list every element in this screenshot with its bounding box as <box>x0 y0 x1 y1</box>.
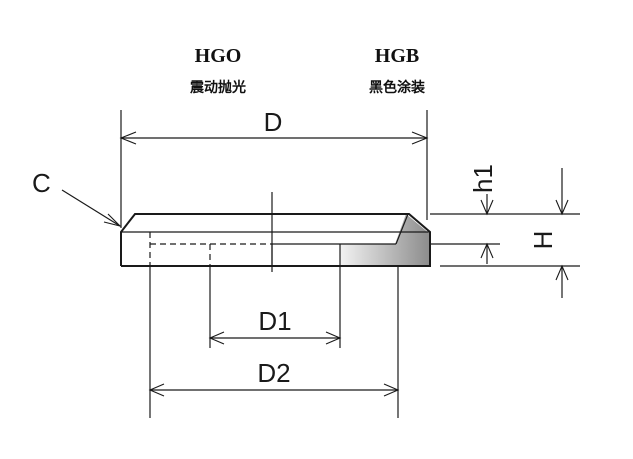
dimension-h1: h1 <box>430 164 580 264</box>
black-coating-area <box>340 214 430 266</box>
label-h: H <box>528 231 558 250</box>
variant-code-hgb: HGB <box>375 45 419 67</box>
label-d2: D2 <box>257 358 290 388</box>
dimension-d1: D1 <box>208 266 342 348</box>
label-c: C <box>32 168 51 198</box>
variant-finish-hgo: 震动抛光 <box>189 79 246 96</box>
variant-finish-hgb: 黑色涂装 <box>369 79 426 96</box>
washer-section <box>120 192 431 272</box>
label-d: D <box>264 107 283 137</box>
dimension-c: C <box>32 168 122 228</box>
variant-code-hgo: HGO <box>195 45 242 67</box>
label-h1: h1 <box>468 164 498 193</box>
dimension-h: H <box>440 168 580 298</box>
dimension-d: D <box>119 107 429 228</box>
label-d1: D1 <box>258 306 291 336</box>
dimension-d2: D2 <box>148 266 400 418</box>
